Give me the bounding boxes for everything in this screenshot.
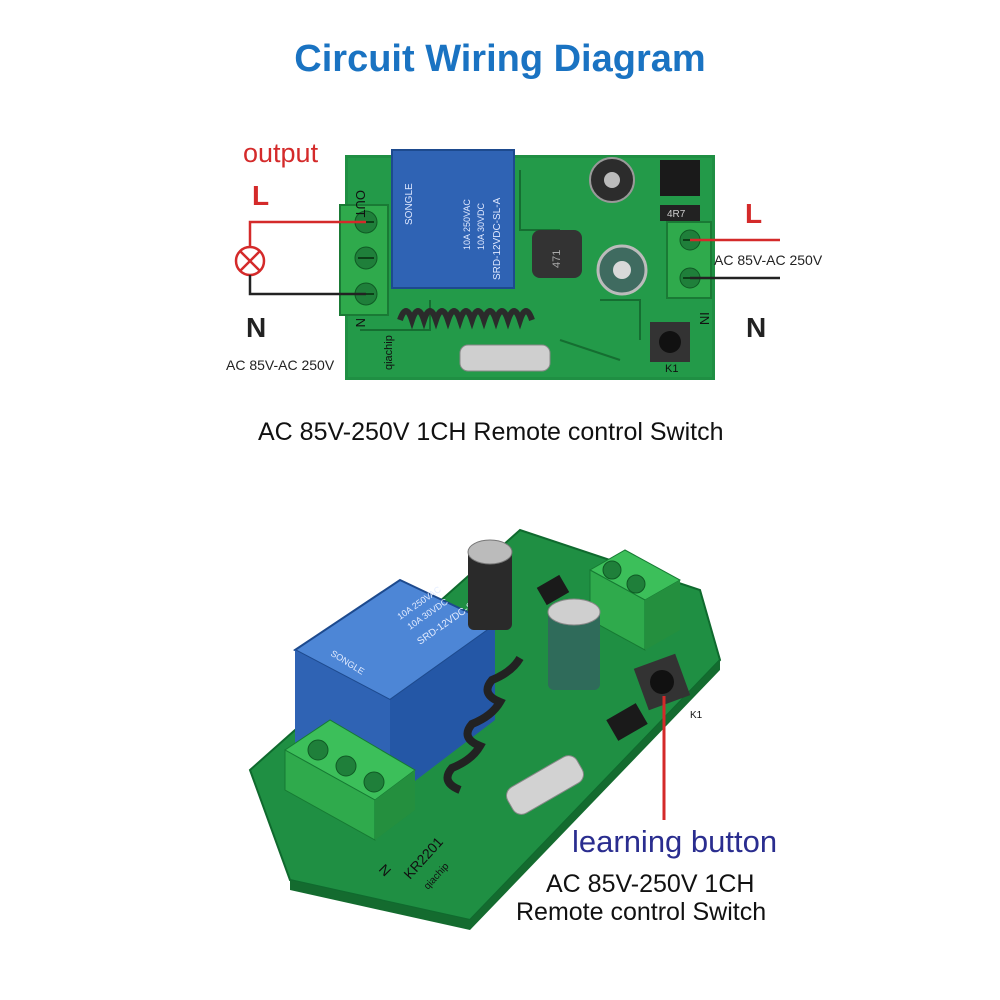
bottom-caption-line2: Remote control Switch [516, 898, 767, 926]
svg-text:10A 250VAC: 10A 250VAC [462, 199, 472, 250]
capacitor-bottom-1 [467, 539, 513, 630]
learning-button-top [650, 322, 690, 362]
top-caption: AC 85V-250V 1CH Remote control Switch [258, 418, 724, 446]
capacitor-top-1 [589, 157, 635, 203]
left-neutral-wire [248, 275, 366, 296]
input-terminal-block-bottom [588, 549, 682, 651]
output-terminal-block [339, 204, 389, 316]
svg-text:SRD-12VDC-SL-A: SRD-12VDC-SL-A [492, 197, 503, 280]
crystal-top [459, 344, 551, 372]
wiring-diagram: SONGLE 10A 250VAC 10A 30VDC SRD-12VDC-SL… [234, 149, 780, 380]
svg-text:10A 30VDC: 10A 30VDC [476, 202, 486, 250]
left-voltage-label: AC 85V-AC 250V [226, 357, 335, 373]
chip-top: 4R7 [660, 160, 700, 221]
wiring-lines [234, 220, 780, 296]
inductor-top: 471 [532, 230, 582, 278]
input-terminal-block [666, 221, 712, 299]
svg-text:K1: K1 [690, 710, 703, 721]
page-title: Circuit Wiring Diagram [294, 38, 706, 80]
crystal-bottom [506, 755, 584, 815]
capacitor-bottom-2 [547, 598, 601, 690]
antenna-coil-bottom [443, 655, 524, 794]
product-photo: SONGLE 10A 250VAC 10A 30VDC SRD-12VDC-SL… [248, 528, 722, 930]
relay-top: SONGLE 10A 250VAC 10A 30VDC SRD-12VDC-SL… [391, 149, 515, 289]
svg-text:471: 471 [551, 250, 563, 268]
left-neutral-label: N [246, 312, 267, 343]
output-label: output [243, 138, 319, 168]
bottom-caption-line1: AC 85V-250V 1CH [546, 870, 755, 898]
right-voltage-label: AC 85V-AC 250V [714, 252, 823, 268]
svg-text:N: N [353, 318, 368, 327]
left-live-wire [248, 220, 366, 248]
svg-text:4R7: 4R7 [667, 209, 686, 220]
antenna-coil-top [397, 308, 535, 330]
svg-text:K1: K1 [665, 363, 678, 375]
output-terminal-block-bottom [284, 719, 416, 841]
svg-text:qiachip: qiachip [383, 335, 395, 370]
svg-text:OUT: OUT [353, 190, 368, 218]
right-neutral-label: N [746, 312, 767, 343]
left-live-label: L [252, 180, 270, 211]
capacitor-top-2 [596, 244, 648, 296]
relay-brand-top: SONGLE [404, 183, 415, 225]
learning-button-bottom [633, 653, 691, 711]
learning-button-label: learning button [572, 824, 778, 859]
svg-text:IN: IN [697, 312, 712, 325]
right-live-label: L [745, 198, 763, 229]
